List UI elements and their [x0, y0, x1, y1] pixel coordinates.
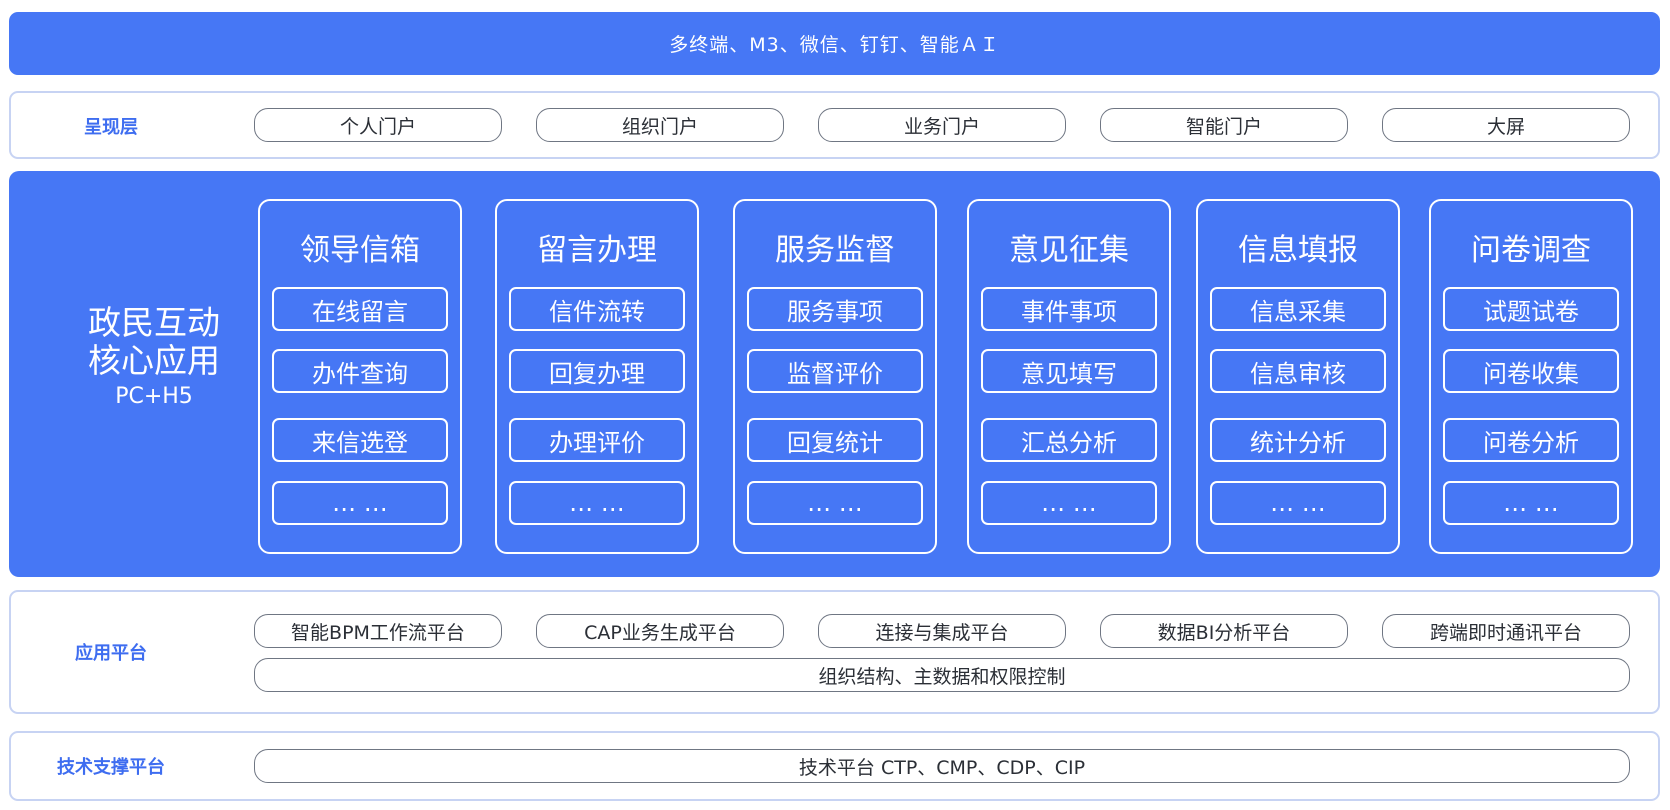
- module-item-more: … …: [509, 481, 685, 525]
- module-item: 事件事项: [981, 287, 1157, 331]
- module-item-more: … …: [1443, 481, 1619, 525]
- application-platform: 应用平台 智能BPM工作流平台 CAP业务生成平台 连接与集成平台 数据BI分析…: [9, 590, 1660, 714]
- platform-im: 跨端即时通讯平台: [1382, 614, 1630, 648]
- module-item: 信件流转: [509, 287, 685, 331]
- module-title: 问卷调查: [1471, 233, 1591, 268]
- module-item: 问卷收集: [1443, 349, 1619, 393]
- portal-organization: 组织门户: [536, 108, 784, 142]
- platform-integration: 连接与集成平台: [818, 614, 1066, 648]
- module-item: 信息审核: [1210, 349, 1386, 393]
- terminal-bar-text: 多终端、M3、微信、钉钉、智能ＡＩ: [669, 34, 1000, 56]
- portal-personal: 个人门户: [254, 108, 502, 142]
- module-item: 在线留言: [272, 287, 448, 331]
- module-title: 服务监督: [775, 233, 895, 268]
- tech-support-platform: 技术支撑平台 技术平台 CTP、CMP、CDP、CIP: [9, 731, 1660, 801]
- application-platform-label: 应用平台: [75, 643, 147, 664]
- presentation-layer: 呈现层 个人门户 组织门户 业务门户 智能门户 大屏: [9, 91, 1660, 159]
- terminal-bar: 多终端、M3、微信、钉钉、智能ＡＩ: [9, 12, 1660, 75]
- module-item: 办理评价: [509, 418, 685, 462]
- core-subtitle: PC+H5: [115, 384, 193, 409]
- module-item: 意见填写: [981, 349, 1157, 393]
- core-title-line1: 政民互动: [88, 303, 220, 342]
- module-item: 服务事项: [747, 287, 923, 331]
- module-item: 监督评价: [747, 349, 923, 393]
- module-info-reporting: 信息填报 信息采集 信息审核 统计分析 … …: [1196, 199, 1400, 554]
- module-title: 领导信箱: [300, 233, 420, 268]
- portal-big-screen: 大屏: [1382, 108, 1630, 142]
- module-opinion-collection: 意见征集 事件事项 意见填写 汇总分析 … …: [967, 199, 1171, 554]
- platform-cap: CAP业务生成平台: [536, 614, 784, 648]
- module-item: 办件查询: [272, 349, 448, 393]
- platform-bi: 数据BI分析平台: [1100, 614, 1348, 648]
- core-title: 政民互动 核心应用: [39, 304, 269, 380]
- module-item: 统计分析: [1210, 418, 1386, 462]
- platform-org-structure: 组织结构、主数据和权限控制: [254, 658, 1630, 692]
- module-questionnaire: 问卷调查 试题试卷 问卷收集 问卷分析 … …: [1429, 199, 1633, 554]
- module-item: 信息采集: [1210, 287, 1386, 331]
- module-item: 回复办理: [509, 349, 685, 393]
- module-item: 回复统计: [747, 418, 923, 462]
- module-item-more: … …: [747, 481, 923, 525]
- core-title-line2: 核心应用: [88, 341, 220, 380]
- module-title: 留言办理: [537, 233, 657, 268]
- module-title: 意见征集: [1009, 233, 1129, 268]
- module-item-more: … …: [1210, 481, 1386, 525]
- module-item: 汇总分析: [981, 418, 1157, 462]
- presentation-layer-label: 呈现层: [84, 117, 138, 138]
- core-applications: 政民互动 核心应用 PC+H5 领导信箱 在线留言 办件查询 来信选登 … … …: [9, 171, 1660, 577]
- portal-business: 业务门户: [818, 108, 1066, 142]
- module-item: 问卷分析: [1443, 418, 1619, 462]
- module-item: 试题试卷: [1443, 287, 1619, 331]
- module-service-supervision: 服务监督 服务事项 监督评价 回复统计 … …: [733, 199, 937, 554]
- module-item: 来信选登: [272, 418, 448, 462]
- module-leader-mailbox: 领导信箱 在线留言 办件查询 来信选登 … …: [258, 199, 462, 554]
- module-item-more: … …: [272, 481, 448, 525]
- module-title: 信息填报: [1238, 233, 1358, 268]
- module-message-handling: 留言办理 信件流转 回复办理 办理评价 … …: [495, 199, 699, 554]
- tech-platform-item: 技术平台 CTP、CMP、CDP、CIP: [254, 749, 1630, 783]
- tech-support-label: 技术支撑平台: [57, 757, 165, 778]
- platform-bpm: 智能BPM工作流平台: [254, 614, 502, 648]
- portal-intelligent: 智能门户: [1100, 108, 1348, 142]
- module-item-more: … …: [981, 481, 1157, 525]
